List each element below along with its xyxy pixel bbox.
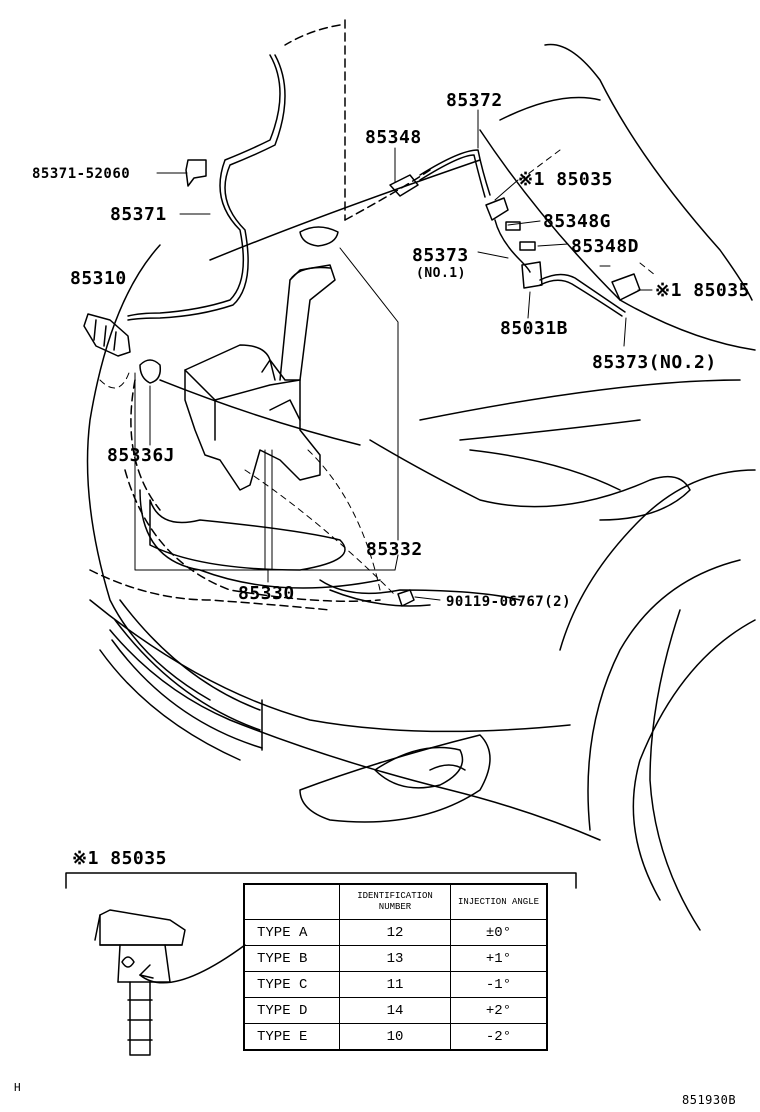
- type-cell: TYPE D: [243, 997, 340, 1024]
- label-90119: 90119-06767(2): [446, 594, 572, 610]
- hose-85373: [494, 219, 531, 273]
- table-header-id: IDENTIFICATION NUMBER: [339, 883, 451, 920]
- detail-title: ※1 85035: [72, 848, 167, 869]
- table-header-blank: [243, 883, 340, 920]
- washer-tank: [184, 264, 336, 491]
- detail-nozzle: [94, 909, 246, 1056]
- type-cell: TYPE C: [243, 971, 340, 998]
- label-85348d: 85348D: [571, 236, 640, 257]
- label-85035-right: ※1 85035: [655, 280, 750, 301]
- grommet: [139, 359, 162, 384]
- tank-cap: [299, 226, 339, 247]
- connector-85348: [389, 174, 419, 197]
- hood-seam: [89, 19, 431, 611]
- angle-cell: -2°: [450, 1023, 548, 1051]
- id-cell: 11: [339, 971, 451, 998]
- hose-85373-no2-inner: [539, 279, 623, 317]
- label-85373-no2: 85373(NO.2): [592, 352, 717, 373]
- label-85348: 85348: [365, 127, 422, 148]
- connector-85348g: [505, 221, 521, 231]
- table-row: TYPE E 10 -2°: [243, 1023, 548, 1051]
- car-body-outline: [86, 43, 756, 931]
- label-85031b: 85031B: [500, 318, 569, 339]
- hose-85371: [127, 54, 281, 317]
- angle-cell: -1°: [450, 971, 548, 998]
- label-85348g: 85348G: [543, 211, 612, 232]
- label-85373-no1-sub: (NO.1): [416, 266, 466, 281]
- type-cell: TYPE A: [243, 919, 340, 946]
- bolt: [397, 589, 415, 607]
- type-cell: TYPE E: [243, 1023, 340, 1051]
- label-85332: 85332: [366, 539, 423, 560]
- hose-85371-inner: [127, 54, 286, 321]
- label-85372: 85372: [446, 90, 503, 111]
- detail-bracket: [65, 872, 577, 889]
- hose-85373-no2: [539, 273, 626, 313]
- footer-left-mark: H: [14, 1081, 22, 1094]
- hose-85372: [419, 149, 491, 196]
- check-valve: [521, 261, 543, 289]
- label-85336j: 85336J: [107, 445, 176, 466]
- table-header-row: IDENTIFICATION NUMBER INJECTION ANGLE: [243, 883, 548, 920]
- id-cell: 10: [339, 1023, 451, 1051]
- leader-lines: [134, 109, 653, 601]
- id-cell: 12: [339, 919, 451, 946]
- connector-85348d: [519, 241, 536, 251]
- table-row: TYPE B 13 +1°: [243, 945, 548, 972]
- label-85035-top: ※1 85035: [518, 169, 613, 190]
- table-row: TYPE A 12 ±0°: [243, 919, 548, 946]
- label-85330: 85330: [238, 583, 295, 604]
- table-row: TYPE C 11 -1°: [243, 971, 548, 998]
- label-85371-52060: 85371-52060: [32, 166, 131, 182]
- angle-cell: ±0°: [450, 919, 548, 946]
- hose-clip: [185, 159, 207, 187]
- washer-pump: [83, 313, 131, 357]
- angle-cell: +1°: [450, 945, 548, 972]
- table-row: TYPE D 14 +2°: [243, 997, 548, 1024]
- angle-cell: +2°: [450, 997, 548, 1024]
- injection-angle-table: IDENTIFICATION NUMBER INJECTION ANGLE TY…: [243, 883, 548, 1051]
- label-85373-no1: 85373: [412, 245, 469, 266]
- label-85371: 85371: [110, 204, 167, 225]
- diagram-code: 851930B: [682, 1093, 737, 1107]
- id-cell: 13: [339, 945, 451, 972]
- id-cell: 14: [339, 997, 451, 1024]
- table-header-angle: INJECTION ANGLE: [450, 883, 548, 920]
- dashed-leaders: [99, 149, 656, 596]
- hose-85372-inner: [419, 154, 486, 198]
- type-cell: TYPE B: [243, 945, 340, 972]
- nozzle-left: [485, 197, 509, 221]
- label-85310: 85310: [70, 268, 127, 289]
